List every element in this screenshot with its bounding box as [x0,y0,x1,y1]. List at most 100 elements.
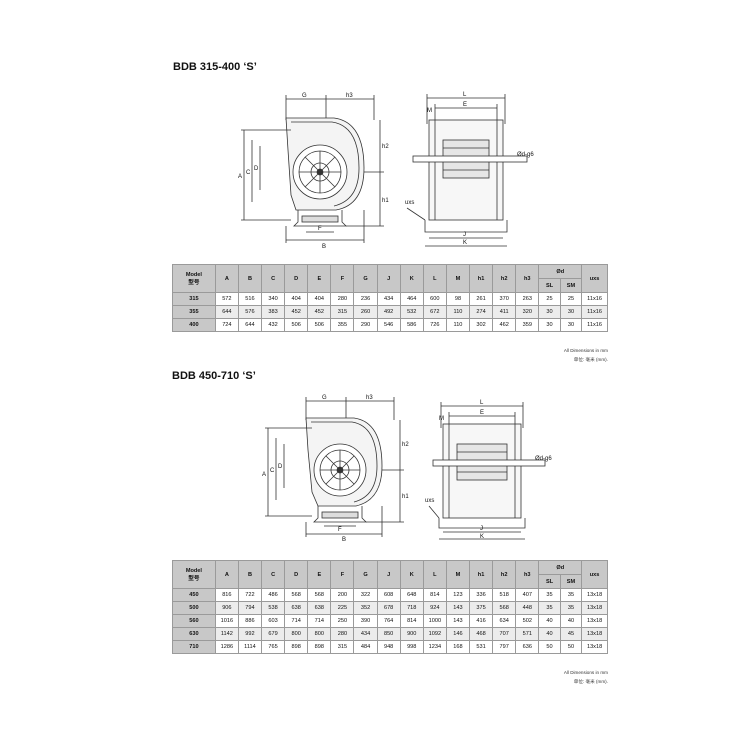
dim2-h2: h2 [402,442,409,448]
table-cell: 679 [261,627,286,641]
table-cell: 636 [515,640,540,654]
dim-d: D [254,166,259,172]
dim2-d: D [278,464,283,470]
header2-f: F [330,560,355,589]
table-cell: 11x16 [581,292,608,306]
table-cell: 13x18 [581,627,608,641]
dim2-uxs: uxs [425,498,434,504]
table-cell: 678 [376,601,401,615]
dim-f: F [318,226,322,232]
model-cell: 710 [172,640,216,654]
table-cell: 411 [492,305,517,319]
table-cell: 1234 [422,640,447,654]
dim2-h1: h1 [402,494,409,500]
table-cell: 225 [330,601,355,615]
header-h1: h1 [469,264,494,293]
table-cell: 25 [559,292,583,306]
table-cell: 714 [284,614,309,628]
header2-m: M [445,560,471,589]
table-cell: 794 [237,601,263,615]
header-b: B [237,264,263,293]
header2-model: Model 型号 [172,560,216,589]
model-cell: 500 [172,601,216,615]
header2-h2: h2 [492,560,517,589]
table-cell: 11x16 [581,305,608,319]
section1-title: BDB 315-400 ‘S’ [173,61,257,73]
table-cell: 260 [353,305,378,319]
table-cell: 948 [376,640,401,654]
table-cell: 143 [445,614,471,628]
table-cell: 452 [307,305,332,319]
header2-b: B [237,560,263,589]
table-cell: 600 [422,292,447,306]
table-cell: 280 [330,292,355,306]
table-cell: 13x18 [581,588,608,602]
table-cell: 50 [559,640,583,654]
table-cell: 390 [353,614,378,628]
header-h2: h2 [492,264,517,293]
dim-m: M [427,108,432,114]
table-cell: 110 [445,305,471,319]
table-cell: 370 [492,292,517,306]
dim2-j: J [480,526,483,532]
table-cell: 250 [330,614,355,628]
table-cell: 576 [237,305,263,319]
table-cell: 1114 [237,640,263,654]
table-cell: 448 [515,601,540,615]
section1-note-cn: 单位: 毫米 (mm). [573,357,608,362]
dim2-l: L [480,400,484,406]
dim2-f: F [338,527,342,533]
table-cell: 352 [353,601,378,615]
table-cell: 516 [237,292,263,306]
table-cell: 906 [214,601,239,615]
table-cell: 13x18 [581,601,608,615]
table-cell: 724 [214,318,239,332]
table-cell: 13x18 [581,614,608,628]
dim2-e: E [480,410,484,416]
table-cell: 1142 [214,627,239,641]
table-cell: 648 [399,588,424,602]
header2-sm: SM [559,574,583,589]
table-cell: 35 [538,588,561,602]
table-cell: 1286 [214,640,239,654]
table-cell: 571 [515,627,540,641]
model-cell: 450 [172,588,216,602]
dim2-g: G [322,395,327,401]
table-cell: 45 [559,627,583,641]
header2-h3: h3 [515,560,540,589]
table-cell: 404 [284,292,309,306]
table-cell: 672 [422,305,447,319]
dim-h3: h3 [346,93,353,99]
table-cell: 336 [469,588,494,602]
table-cell: 11x16 [581,318,608,332]
table-cell: 814 [422,588,447,602]
dim2-k: K [480,534,484,540]
section2-note-en: All Dimensions in mm [563,670,608,675]
table-cell: 123 [445,588,471,602]
dim2-b: B [342,537,346,542]
table-cell: 898 [307,640,332,654]
header2-k: K [399,560,424,589]
table-cell: 464 [399,292,424,306]
table-cell: 290 [353,318,378,332]
dim2-shaft: Ød-g6 [535,456,552,462]
table-cell: 146 [445,627,471,641]
section1-spec-table: Model 型号 A B C D E F G J K L M h1 h2 h3 … [172,264,608,332]
table-cell: 764 [376,614,401,628]
model-cell: 630 [172,627,216,641]
header2-shaft: Ød [538,560,583,575]
header2-g: G [353,560,378,589]
table-cell: 484 [353,640,378,654]
table-cell: 375 [469,601,494,615]
header2-sl: SL [538,574,561,589]
header2-l: L [422,560,447,589]
table-cell: 452 [284,305,309,319]
table-cell: 261 [469,292,494,306]
header-sl: SL [538,278,561,293]
table-cell: 30 [538,318,561,332]
header-k: K [399,264,424,293]
table-cell: 886 [237,614,263,628]
